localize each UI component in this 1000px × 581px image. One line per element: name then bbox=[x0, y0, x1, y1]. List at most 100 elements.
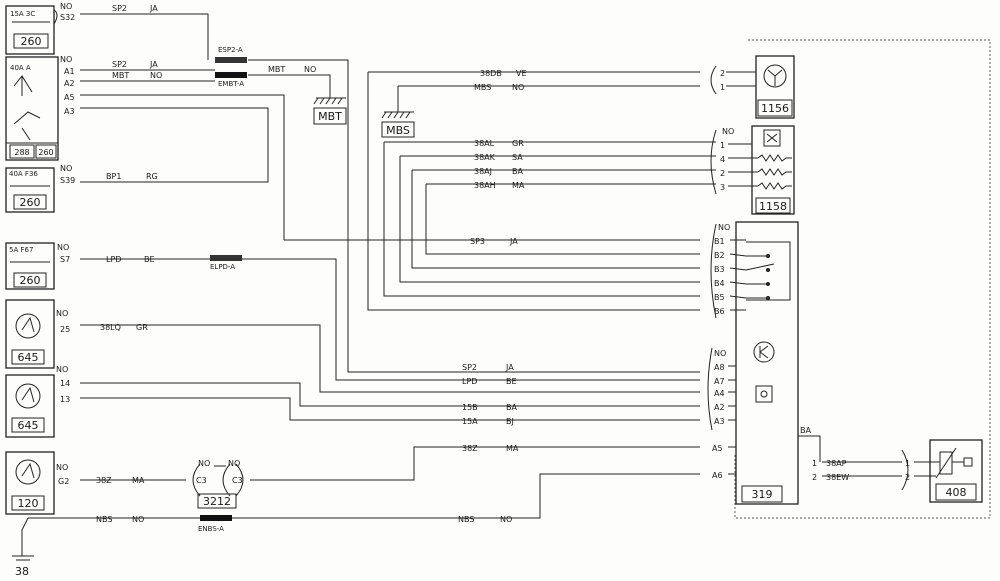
wire-lpd-a7-code: LPD bbox=[462, 377, 477, 386]
pin-label: A2 bbox=[714, 403, 725, 412]
svg-text:38AP: 38AP bbox=[826, 459, 847, 468]
wire-sp2-a8-color: JA bbox=[505, 363, 514, 372]
wire-ground-38 bbox=[21, 517, 29, 540]
wire-38lq: 38LQ GR bbox=[80, 323, 700, 393]
component-ref: 40A F36 bbox=[9, 170, 38, 178]
component-408: 408 bbox=[901, 439, 983, 503]
component-319: 319 bbox=[710, 221, 799, 505]
svg-text:BA: BA bbox=[800, 426, 811, 435]
svg-text:NO: NO bbox=[228, 459, 240, 468]
wire-bp1: BP1 RG bbox=[80, 170, 269, 183]
svg-text:ELPD-A: ELPD-A bbox=[210, 263, 235, 271]
wire-sp3: SP3 JA bbox=[284, 237, 700, 246]
pin-label: A7 bbox=[714, 377, 725, 386]
pin-label: A1 bbox=[64, 67, 75, 76]
svg-text:GR: GR bbox=[512, 139, 524, 148]
wire-a5 bbox=[80, 94, 285, 240]
svg-text:SP2: SP2 bbox=[112, 60, 127, 69]
pin-label: NO bbox=[56, 365, 68, 374]
component-id: 260 bbox=[21, 35, 42, 48]
svg-text:SA: SA bbox=[512, 153, 523, 162]
splice-embt: EMBT-A bbox=[215, 72, 247, 88]
pin-label: NO bbox=[56, 463, 68, 472]
svg-text:C3: C3 bbox=[196, 476, 207, 485]
component-id: 645 bbox=[18, 351, 39, 364]
component-260-a: 15A 3C 260 bbox=[5, 5, 55, 55]
component-1158: 1158 bbox=[710, 125, 795, 215]
pin-label: NO bbox=[60, 2, 72, 11]
wire-lpd-left: LPD BE bbox=[80, 255, 700, 381]
pin-label: A5 bbox=[64, 93, 75, 102]
ground-mbt: MBT bbox=[313, 97, 347, 125]
component-260-b: 40A A 288 260 bbox=[5, 56, 59, 161]
splice-elpd: ELPD-A bbox=[210, 255, 242, 271]
ground-mbs: MBS bbox=[381, 111, 415, 138]
pin-label: A3 bbox=[64, 107, 75, 116]
wire-13 bbox=[80, 397, 700, 421]
component-id: 645 bbox=[18, 419, 39, 432]
wire-38ah: 38AH MA bbox=[425, 181, 716, 255]
pin-label: A8 bbox=[714, 363, 725, 372]
component-id: 260 bbox=[20, 196, 41, 209]
pin-label: G2 bbox=[58, 477, 69, 486]
svg-text:JA: JA bbox=[149, 4, 158, 13]
pin-label: S7 bbox=[60, 255, 70, 264]
pin-label: 1 bbox=[905, 459, 910, 468]
svg-text:38EW: 38EW bbox=[826, 473, 849, 482]
wire-38ew: 38EW bbox=[822, 473, 902, 482]
pin-label: 1 bbox=[720, 83, 725, 92]
svg-text:C3: C3 bbox=[232, 476, 243, 485]
pin-label: NO bbox=[718, 223, 730, 232]
pin-label: 2 bbox=[720, 169, 725, 178]
pin-label: NO bbox=[714, 349, 726, 358]
ground-label: 38 bbox=[15, 565, 29, 578]
svg-text:MBS: MBS bbox=[474, 83, 491, 92]
svg-text:MA: MA bbox=[512, 181, 525, 190]
wire-a3 bbox=[80, 107, 269, 170]
pin-label: 2 bbox=[720, 69, 725, 78]
wire-38aj: 38AJ BA bbox=[411, 167, 716, 269]
pin-label: A5 bbox=[712, 444, 723, 453]
enclosure-boundary bbox=[734, 39, 991, 519]
pin-label: NO bbox=[60, 55, 72, 64]
wire-14 bbox=[80, 382, 700, 407]
pin-label: A4 bbox=[714, 389, 725, 398]
wire-mbt-right: MBT NO bbox=[248, 65, 331, 98]
wire-nbs-right bbox=[232, 473, 700, 519]
svg-text:LPD: LPD bbox=[106, 255, 121, 264]
wire-15a-code: 15A bbox=[462, 417, 478, 426]
pin-label: 25 bbox=[60, 325, 70, 334]
svg-text:38LQ: 38LQ bbox=[100, 323, 121, 332]
pin-label: A6 bbox=[712, 471, 723, 480]
wire-mbs: MBS NO bbox=[397, 83, 700, 112]
svg-text:38DB: 38DB bbox=[480, 69, 502, 78]
pin-label: 13 bbox=[60, 395, 70, 404]
wire-15b-code: 15B bbox=[462, 403, 478, 412]
svg-text:JA: JA bbox=[149, 60, 158, 69]
wire-38z-to-319 bbox=[250, 446, 700, 481]
component-1156: 1156 bbox=[710, 55, 795, 119]
component-id: 260 bbox=[20, 274, 41, 287]
pin-label: A2 bbox=[64, 79, 75, 88]
svg-text:GR: GR bbox=[136, 323, 148, 332]
pin-label: 2 bbox=[812, 473, 817, 482]
component-ref: 40A A bbox=[10, 64, 31, 72]
wire-15b-color: BA bbox=[506, 403, 517, 412]
svg-text:ENBS-A: ENBS-A bbox=[198, 525, 224, 533]
component-id: 288 bbox=[14, 148, 29, 157]
svg-text:JA: JA bbox=[509, 237, 518, 246]
component-id: 260 bbox=[38, 148, 53, 157]
component-ref: 15A 3C bbox=[10, 10, 35, 18]
svg-text:1156: 1156 bbox=[761, 102, 789, 115]
wire-lpd-a7-color: BE bbox=[506, 377, 517, 386]
pin-label: 1 bbox=[720, 141, 725, 150]
svg-text:MA: MA bbox=[132, 476, 145, 485]
svg-text:NO: NO bbox=[132, 515, 144, 524]
svg-text:BA: BA bbox=[512, 167, 523, 176]
svg-text:VE: VE bbox=[516, 69, 527, 78]
svg-text:SP3: SP3 bbox=[470, 237, 485, 246]
svg-text:NO: NO bbox=[512, 83, 524, 92]
wire-38z-right-color: MA bbox=[506, 444, 519, 453]
svg-text:38AH: 38AH bbox=[474, 181, 496, 190]
svg-text:38AK: 38AK bbox=[474, 153, 496, 162]
